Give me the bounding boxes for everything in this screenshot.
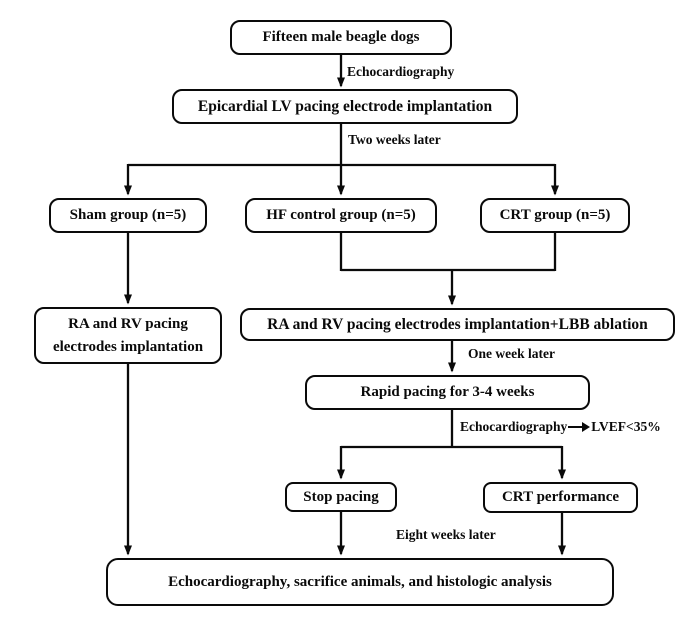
node-ra-rv-implantation: RA and RV pacing electrodes implantation xyxy=(34,307,222,364)
edge-label-eight-weeks-later: Eight weeks later xyxy=(396,527,496,542)
edge-label-one-week-later: One week later xyxy=(468,346,555,361)
node-crt-performance-label: CRT performance xyxy=(501,489,620,506)
node-final-analysis-label: Echocardiography, sacrifice animals, and… xyxy=(168,573,552,590)
node-epicardial-implantation-label: Epicardial LV pacing electrode implantat… xyxy=(197,97,493,115)
node-ra-rv-lbb-ablation: RA and RV pacing electrodes implantation… xyxy=(240,308,675,341)
node-final-analysis: Echocardiography, sacrifice animals, and… xyxy=(106,558,614,606)
node-ra-rv-implantation-line1: RA and RV pacing xyxy=(68,316,188,332)
edge-label-echo-lvef: Echocardiography LVEF<35% xyxy=(460,419,661,435)
edge-label-echocardiography: Echocardiography xyxy=(347,64,455,79)
node-stop-pacing: Stop pacing xyxy=(285,482,397,512)
edge-label-echo-check: Echocardiography xyxy=(460,419,568,434)
edge-label-two-weeks-later: Two weeks later xyxy=(348,132,441,147)
node-crt-group: CRT group (n=5) xyxy=(480,198,630,233)
node-rapid-pacing-label: Rapid pacing for 3-4 weeks xyxy=(360,384,535,401)
node-beagle-dogs-label: Fifteen male beagle dogs xyxy=(262,29,420,46)
edge-label-lvef-threshold: LVEF<35% xyxy=(591,419,661,434)
node-crt-performance: CRT performance xyxy=(483,482,638,513)
node-crt-group-label: CRT group (n=5) xyxy=(499,207,611,224)
node-sham-group: Sham group (n=5) xyxy=(49,198,207,233)
node-epicardial-implantation: Epicardial LV pacing electrode implantat… xyxy=(172,89,518,124)
node-beagle-dogs: Fifteen male beagle dogs xyxy=(230,20,452,55)
node-rapid-pacing: Rapid pacing for 3-4 weeks xyxy=(305,375,590,410)
node-sham-group-label: Sham group (n=5) xyxy=(69,207,187,224)
node-stop-pacing-label: Stop pacing xyxy=(303,488,379,505)
node-ra-rv-implantation-line2: electrodes implantation xyxy=(52,338,204,355)
right-arrow-icon xyxy=(568,422,591,432)
node-hf-control-group-label: HF control group (n=5) xyxy=(266,207,416,224)
node-hf-control-group: HF control group (n=5) xyxy=(245,198,437,233)
node-ra-rv-lbb-ablation-label: RA and RV pacing electrodes implantation… xyxy=(267,315,648,333)
